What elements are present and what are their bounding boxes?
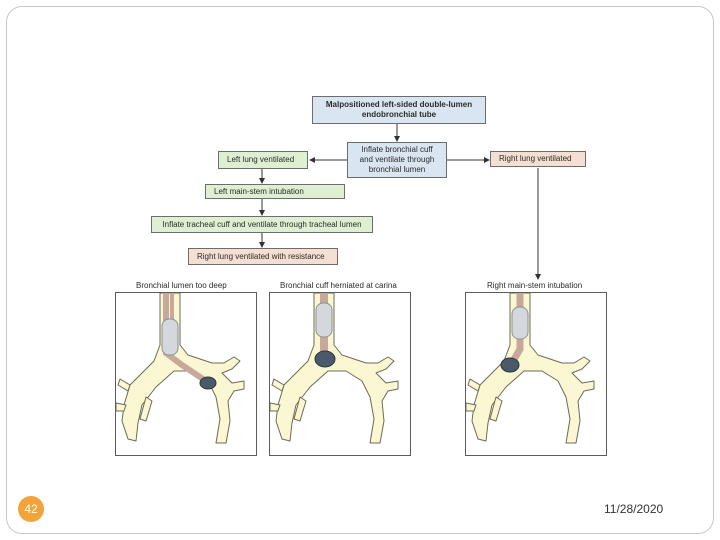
- box-inflate-tracheal-cuff: Inflate tracheal cuff and ventilate thro…: [151, 216, 373, 233]
- airway-illustration: [269, 292, 399, 444]
- caption-right-mainstem-intubation: Right main-stem intubation: [487, 281, 583, 290]
- airway-illustration: [115, 292, 245, 444]
- illustration-panel-right-mainstem: [465, 292, 607, 456]
- caption-bronchial-lumen-too-deep: Bronchial lumen too deep: [136, 281, 227, 290]
- slide-date: 11/28/2020: [604, 502, 664, 516]
- page-number-badge: 42: [18, 496, 44, 522]
- box-right-lung-ventilated: Right lung ventilated: [490, 151, 586, 167]
- box-right-lung-resistance: Right lung ventilated with resistance: [188, 248, 338, 265]
- box-malpositioned-tube: Malpositioned left-sided double-lumen en…: [312, 96, 486, 124]
- illustration-panel-cuff-herniated: [269, 292, 411, 456]
- illustration-panel-lumen-too-deep: [115, 292, 257, 456]
- airway-illustration: [465, 292, 595, 444]
- box-left-lung-ventilated: Left lung ventilated: [218, 151, 308, 169]
- caption-bronchial-cuff-herniated: Bronchial cuff herniated at carina: [280, 281, 397, 290]
- box-left-mainstem-intubation: Left main-stem intubation: [205, 184, 345, 199]
- box-inflate-bronchial-cuff: Inflate bronchial cuff and ventilate thr…: [347, 142, 447, 178]
